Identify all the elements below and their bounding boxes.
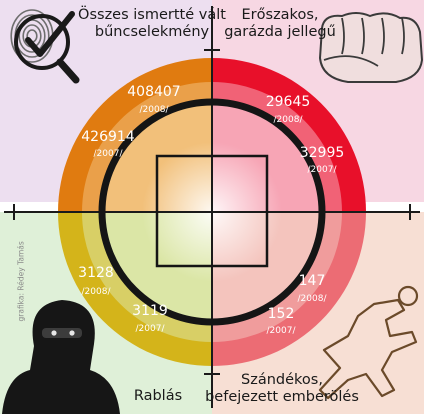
value-robbery-2008: 3128 xyxy=(78,265,114,281)
ring-highlight-robbery xyxy=(82,212,212,342)
robber-eye-slit xyxy=(42,328,82,338)
fist-finger-2 xyxy=(381,17,385,55)
year-label-robbery-2007: /2007/ xyxy=(136,324,166,334)
fist-finger-3 xyxy=(401,17,405,55)
year-label-violent-2008: /2008/ xyxy=(274,115,304,125)
value-violent-2008: 29645 xyxy=(266,94,311,110)
masked-robber-icon xyxy=(2,300,120,414)
quadrant-title-total: Összes ismertté vált bűncselekmény xyxy=(72,7,232,41)
robber-eye-left xyxy=(51,330,57,336)
value-violent-2007: 32995 xyxy=(300,145,345,161)
sight-circle xyxy=(98,98,326,326)
body-outline-head xyxy=(397,285,419,307)
ring-highlight-total xyxy=(82,82,212,212)
quadrant-title-homicide-line-2: befejezett emberölés xyxy=(205,389,359,405)
quadrant-title-robbery-line-1: Rablás xyxy=(133,388,183,404)
value-homicide-2008: 147 xyxy=(299,273,326,289)
fist-finger-0 xyxy=(341,17,345,55)
magnifier-handle xyxy=(56,58,80,84)
year-label-homicide-2007: /2007/ xyxy=(267,326,297,336)
value-total-2008: 408407 xyxy=(127,84,180,100)
value-robbery-2007: 3119 xyxy=(132,303,168,319)
fist-icon xyxy=(318,12,424,83)
year-label-homicide-2008: /2008/ xyxy=(298,294,328,304)
ring-highlight-violent xyxy=(212,82,342,212)
year-label-total-2007: /2007/ xyxy=(94,149,124,159)
quadrant-title-total-line-2: bűncselekmény xyxy=(94,24,210,40)
fist-shape xyxy=(318,12,424,83)
quadrant-title-robbery: Rablás xyxy=(118,388,198,405)
body-outline xyxy=(318,298,418,400)
sight-square xyxy=(155,154,269,268)
quadrant-title-violent: Erőszakos, garázda jellegű xyxy=(215,7,345,41)
graphic-credit: grafika: Rédey Tamás xyxy=(16,241,26,322)
quadrant-title-homicide-line-1: Szándékos, xyxy=(241,372,323,388)
quadrant-title-total-line-1: Összes ismertté vált xyxy=(78,7,226,23)
year-label-total-2008: /2008/ xyxy=(140,105,170,115)
quadrant-title-violent-line-2: garázda jellegű xyxy=(224,24,336,40)
quadrant-title-homicide: Szándékos, befejezett emberölés xyxy=(202,372,362,406)
value-homicide-2007: 152 xyxy=(268,306,295,322)
quadrant-title-violent-line-1: Erőszakos, xyxy=(241,7,319,23)
ring-highlight-homicide xyxy=(212,212,342,342)
fist-finger-1 xyxy=(361,17,365,55)
year-label-violent-2007: /2007/ xyxy=(308,165,338,175)
check-mark xyxy=(25,11,75,57)
magnifier-lens xyxy=(14,14,70,70)
chalk-outline-body-icon xyxy=(318,285,419,400)
value-total-2007: 426914 xyxy=(81,129,135,145)
robber-silhouette xyxy=(2,300,120,414)
year-label-robbery-2008: /2008/ xyxy=(82,287,112,297)
robber-eye-right xyxy=(69,330,75,336)
fingerprint-magnifier-check-icon xyxy=(10,9,80,84)
fist-thumb xyxy=(323,55,379,67)
